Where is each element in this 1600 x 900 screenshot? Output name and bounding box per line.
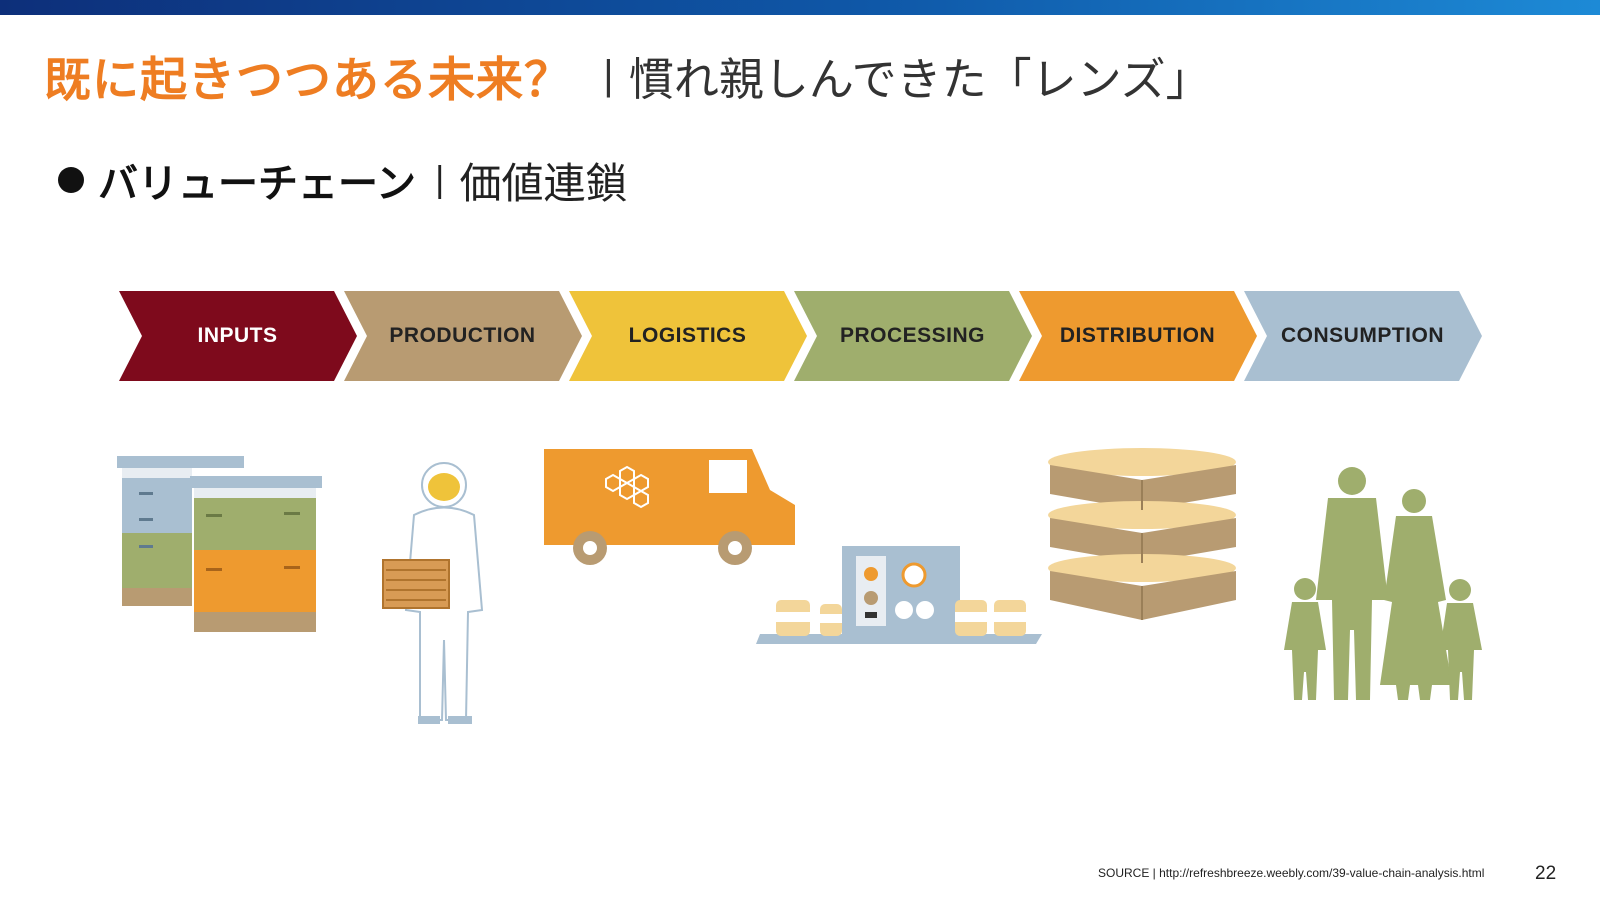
chevron-label-inputs: INPUTS <box>197 324 278 347</box>
honey-jar-icon <box>776 600 1026 636</box>
chevron-inputs <box>119 291 357 381</box>
delivery-truck-icon <box>544 449 795 565</box>
beehives-icon <box>117 456 322 632</box>
chevron-logistics <box>569 291 807 381</box>
bullet-dot-icon <box>58 167 84 193</box>
slide-title: 既に起きつつある未来？ | 慣れ親しんできた「レンズ」 <box>44 40 1211 110</box>
chevron-distribution <box>1019 291 1257 381</box>
bullet-main-text: バリューチェーン <box>98 161 416 207</box>
chevron-row <box>119 291 1482 381</box>
beekeeper-icon <box>382 462 484 724</box>
title-subtitle: 慣れ親しんできた「レンズ」 <box>628 52 1211 106</box>
bullet-heading: バリューチェーン | 価値連鎖 <box>58 150 627 210</box>
chevron-production <box>344 291 582 381</box>
chevron-processing <box>794 291 1032 381</box>
bullet-separator: | <box>434 160 446 200</box>
top-accent-bar <box>0 0 1600 15</box>
title-separator: | <box>602 53 615 97</box>
chevron-label-processing: PROCESSING <box>839 324 986 347</box>
chevron-label-distribution: DISTRIBUTION <box>1059 324 1216 347</box>
title-main: 既に起きつつある未来？ <box>44 52 572 108</box>
page-number: 22 <box>1535 863 1557 884</box>
processing-machine-icon <box>756 546 1042 644</box>
source-citation: SOURCE | http://refreshbreeze.weebly.com… <box>1098 866 1485 880</box>
chevron-label-logistics: LOGISTICS <box>628 324 747 347</box>
pallet-of-jars-icon <box>1048 448 1236 620</box>
bullet-sub-text: 価値連鎖 <box>459 158 628 208</box>
chevron-consumption <box>1244 291 1482 381</box>
chevron-label-production: PRODUCTION <box>389 324 536 347</box>
family-icon <box>1284 467 1482 700</box>
chevron-label-consumption: CONSUMPTION <box>1281 324 1444 347</box>
